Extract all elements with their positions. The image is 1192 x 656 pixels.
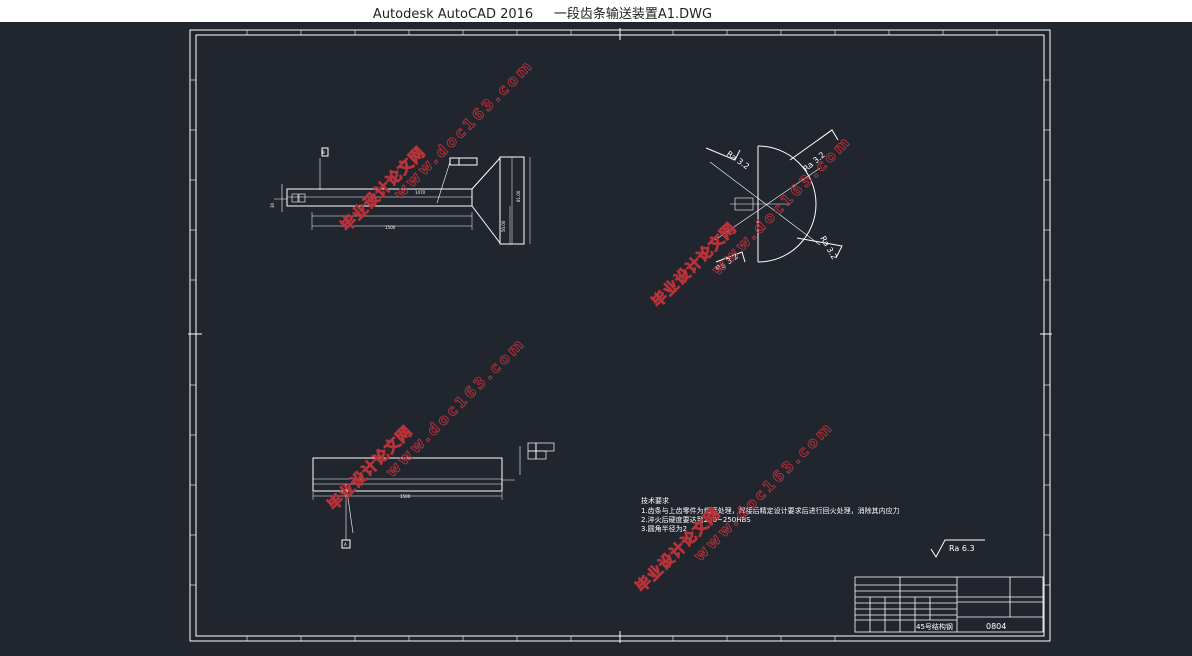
svg-text:www.doc163.com: www.doc163.com <box>690 418 837 565</box>
svg-text:1470: 1470 <box>415 190 426 195</box>
drawing-number: 0804 <box>986 622 1006 631</box>
datum-top-label: B <box>322 150 325 155</box>
watermark-3: 毕业设计论文网 www.doc163.com <box>324 333 530 514</box>
watermark-2: 毕业设计论文网 www.doc163.com <box>648 131 856 311</box>
svg-text:50.00: 50.00 <box>501 220 506 232</box>
svg-text:30: 30 <box>270 202 275 208</box>
section-view <box>705 129 843 263</box>
roughness-callout-3: Ra 3.2 <box>818 235 839 262</box>
roughness-symbol <box>930 539 985 559</box>
datum-label: A <box>344 542 347 547</box>
drawing-svg: 1500 1470 81.00 50.00 30 B Ra 3.2 Ra 3.2… <box>188 28 1052 643</box>
plan-view <box>312 442 555 549</box>
title-block <box>854 576 1044 633</box>
roughness-general: Ra 6.3 <box>949 544 975 553</box>
drawing-canvas[interactable]: 1500 1470 81.00 50.00 30 B Ra 3.2 Ra 3.2… <box>0 22 1192 656</box>
tech-req-line-3: 3.圆角半径为2 <box>641 524 687 533</box>
tech-req-line-2: 2.淬火后硬度要达到220~250HBS <box>641 515 751 524</box>
svg-text:www.doc163.com: www.doc163.com <box>382 334 529 481</box>
title-block-text: 45号结构钢 0804 <box>916 622 1006 631</box>
tech-req-line-1: 1.齿条与上齿零件为焊接处理，焊接后精定设计要求后进行回火处理，消除其内应力 <box>641 506 900 515</box>
border-zone-ticks <box>190 30 1050 641</box>
svg-text:www.doc163.com: www.doc163.com <box>390 56 537 203</box>
watermark-1: 毕业设计论文网 www.doc163.com <box>337 55 538 235</box>
svg-text:1500: 1500 <box>385 225 396 230</box>
tech-req-heading: 技术要求 <box>641 496 669 505</box>
tech-requirements: 技术要求 1.齿条与上齿零件为焊接处理，焊接后精定设计要求后进行回火处理，消除其… <box>641 496 900 533</box>
sheet-border <box>188 28 1052 643</box>
svg-text:1500: 1500 <box>400 494 411 499</box>
front-view <box>274 147 531 245</box>
window-title: Autodesk AutoCAD 2016 一段齿条输送装置A1.DWG <box>372 7 713 22</box>
material-label: 45号结构钢 <box>916 622 953 631</box>
plan-view-dims: 1500 A <box>344 494 411 547</box>
title-bar: Autodesk AutoCAD 2016 一段齿条输送装置A1.DWG <box>0 0 1192 23</box>
svg-text:81.00: 81.00 <box>516 190 521 202</box>
roughness-callout-1: Ra 3.2 <box>725 149 751 171</box>
front-view-dims: 1500 1470 81.00 50.00 30 B <box>270 150 521 232</box>
